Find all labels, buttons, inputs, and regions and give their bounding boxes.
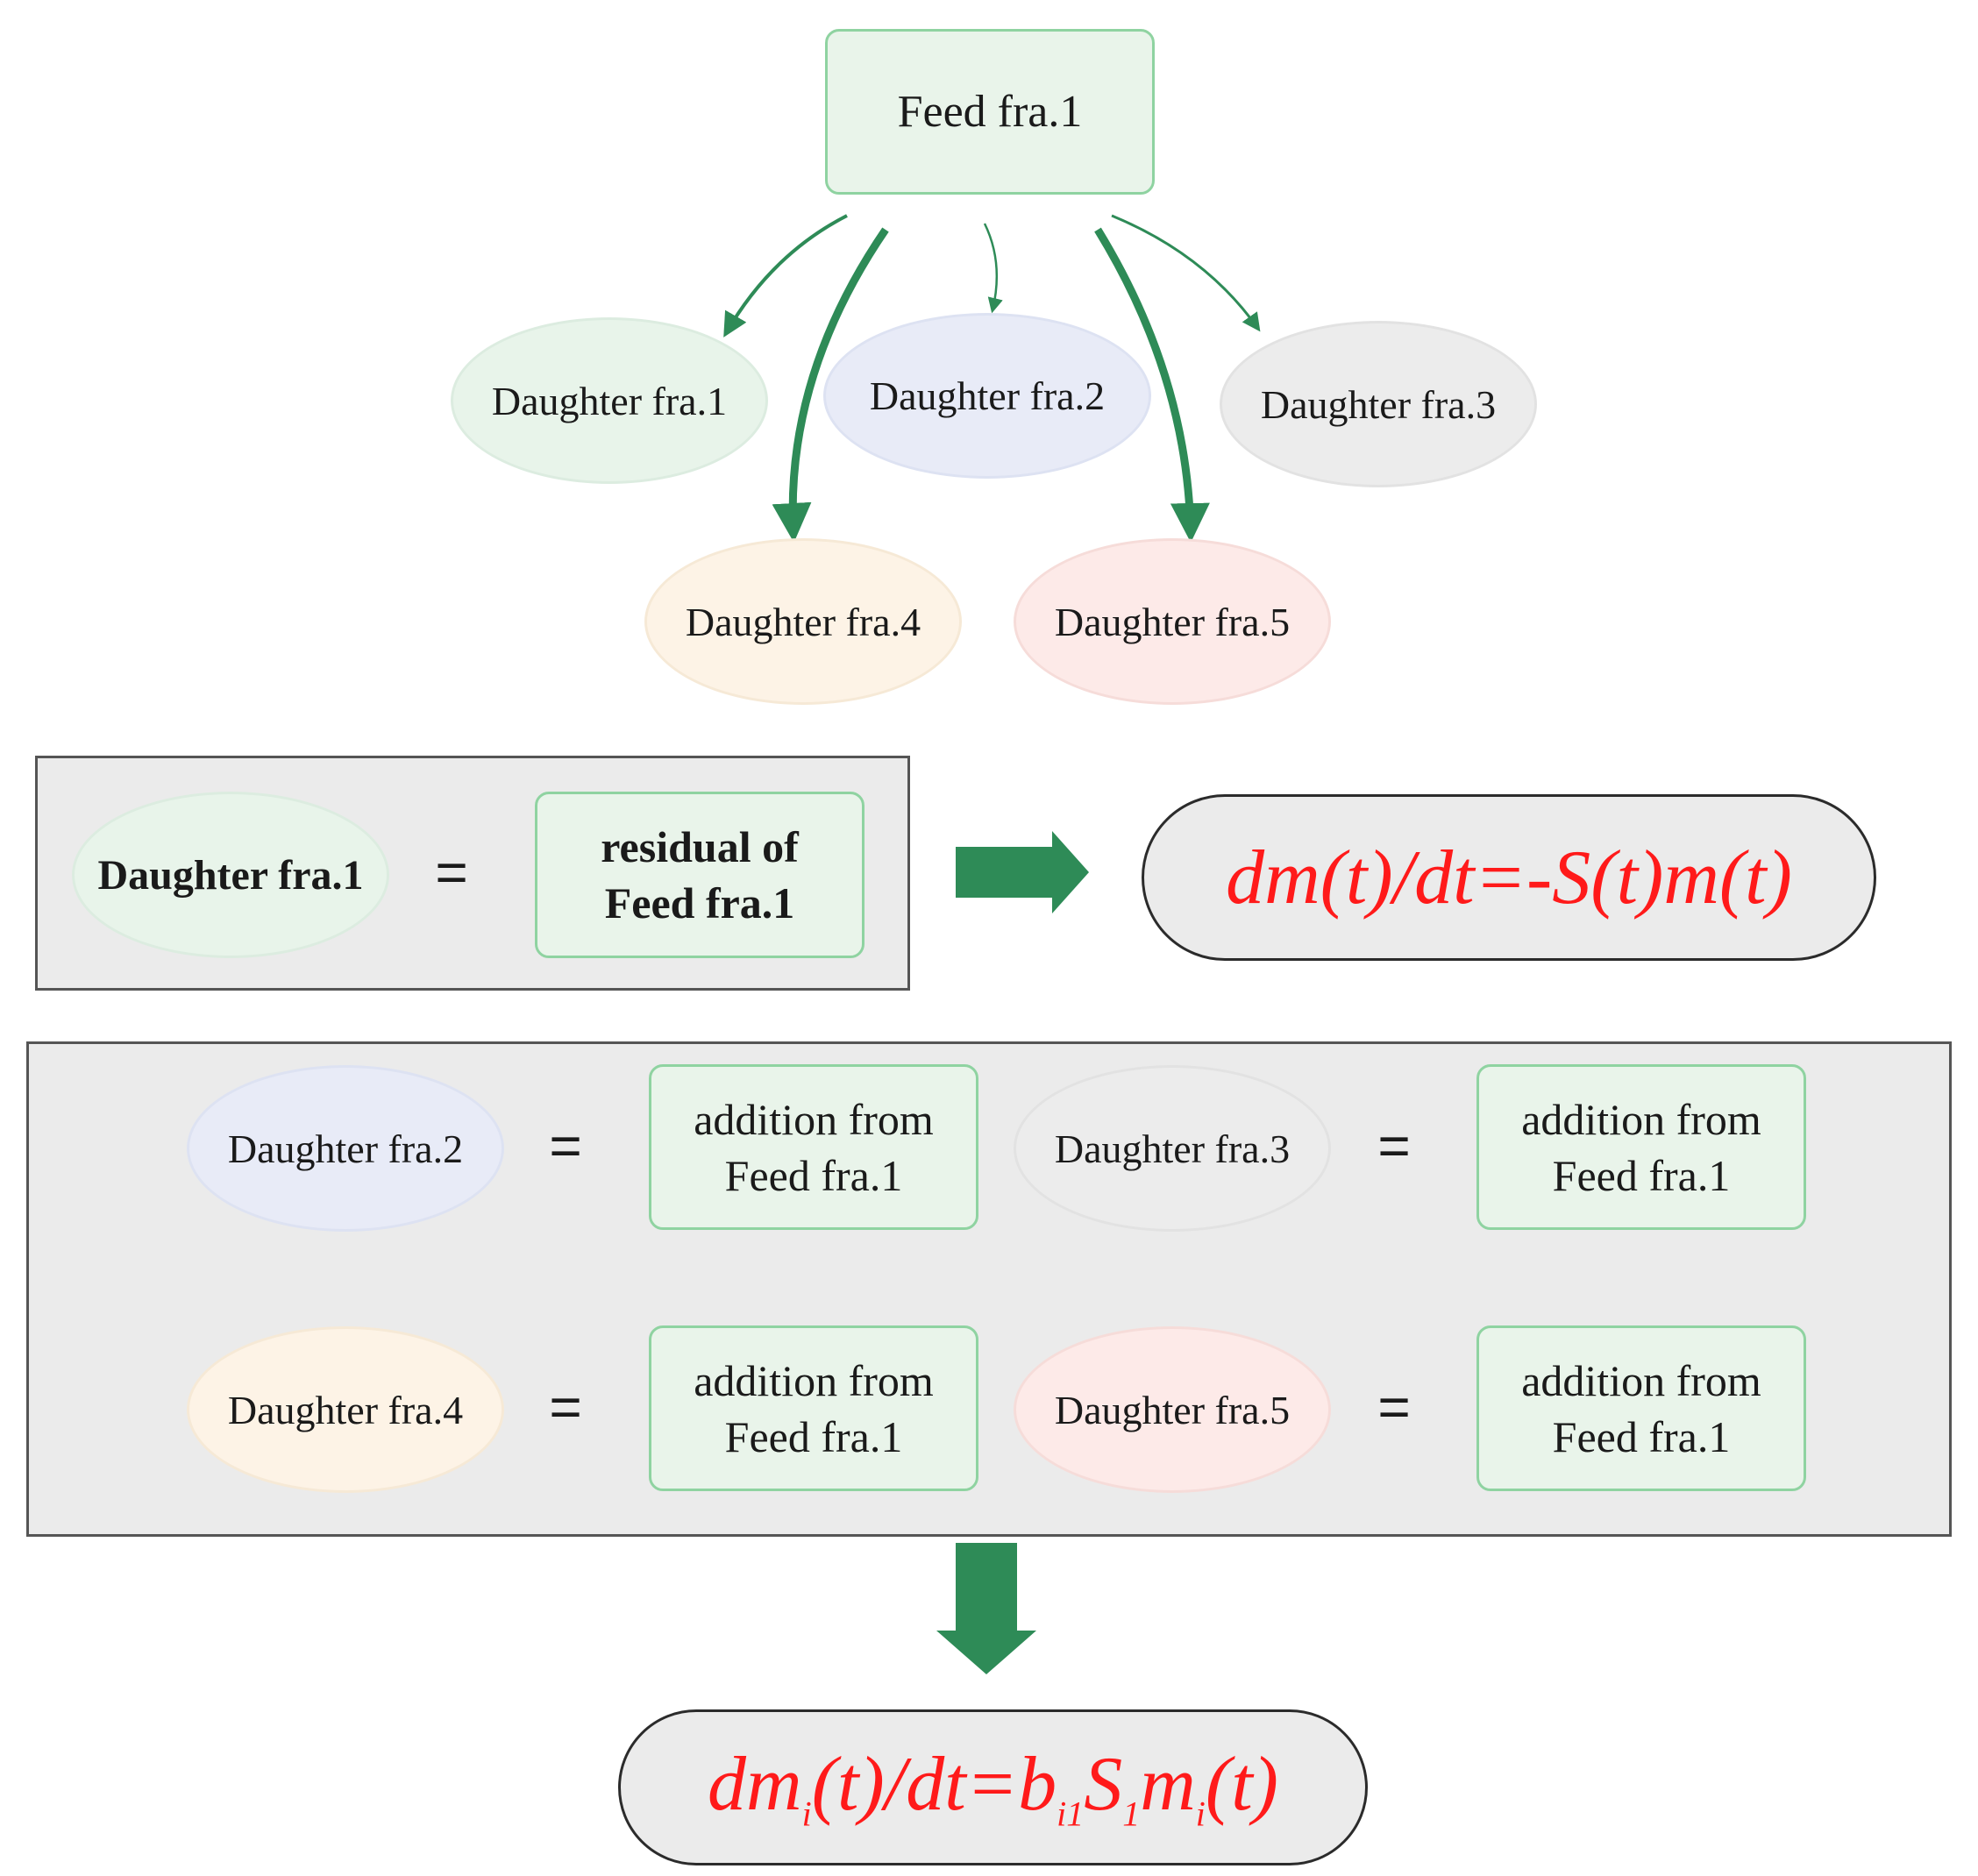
arrow-feed-to-daughter2 [983,223,1003,314]
residual-line2: Feed fra.1 [604,878,795,927]
daughter2-label: Daughter fra.2 [869,373,1106,418]
daughter5-label: Daughter fra.5 [1054,599,1291,644]
panel1-equals: = [435,841,468,904]
daughter3-node: Daughter fra.3 [1220,321,1537,487]
daughter1-node: Daughter fra.1 [451,317,768,484]
panel2-equals-1: = [549,1114,582,1177]
panel2-equals-4: = [1377,1375,1411,1439]
panel2-equals-2: = [1377,1114,1411,1177]
panel2-daughter5: Daughter fra.5 [1014,1326,1331,1493]
addition-box-1: addition from Feed fra.1 [649,1064,978,1230]
big-arrow-down [936,1543,1036,1674]
panel2-equals-3: = [549,1375,582,1439]
panel2-daughter2: Daughter fra.2 [187,1065,504,1232]
residual-box: residual of Feed fra.1 [535,792,864,958]
formula-addition-box: dmi(t)/dt=bi1S1mi(t) [618,1709,1368,1865]
residual-line1: residual of [601,822,799,871]
panel1-daughter1-label: Daughter fra.1 [97,851,364,899]
daughter4-node: Daughter fra.4 [644,538,962,705]
addition-box-3: addition from Feed fra.1 [649,1325,978,1491]
feed-node: Feed fra.1 [825,29,1155,195]
feed-node-label: Feed fra.1 [897,87,1083,137]
daughter4-label: Daughter fra.4 [685,599,921,644]
arrow-feed-to-daughter3 [1111,214,1261,332]
arrow-feed-to-daughter5 [1094,227,1210,543]
daughter1-label: Daughter fra.1 [491,378,728,423]
formula-residual-box: dm(t)/dt=-S(t)m(t) [1142,794,1876,961]
panel2-daughter4: Daughter fra.4 [187,1326,504,1493]
daughter5-node: Daughter fra.5 [1014,538,1331,705]
daughter3-label: Daughter fra.3 [1260,381,1497,427]
arrow-feed-to-daughter1 [723,214,848,338]
daughter2-node: Daughter fra.2 [823,313,1151,479]
addition-box-2: addition from Feed fra.1 [1476,1064,1806,1230]
addition-box-4: addition from Feed fra.1 [1476,1325,1806,1491]
arrow-feed-to-daughter4 [772,227,889,543]
formula-residual: dm(t)/dt=-S(t)m(t) [1226,835,1792,920]
panel2-daughter3: Daughter fra.3 [1014,1065,1331,1232]
formula-addition: dmi(t)/dt=bi1S1mi(t) [708,1742,1278,1834]
panel1-daughter1: Daughter fra.1 [72,792,389,958]
big-arrow-right [956,831,1089,913]
